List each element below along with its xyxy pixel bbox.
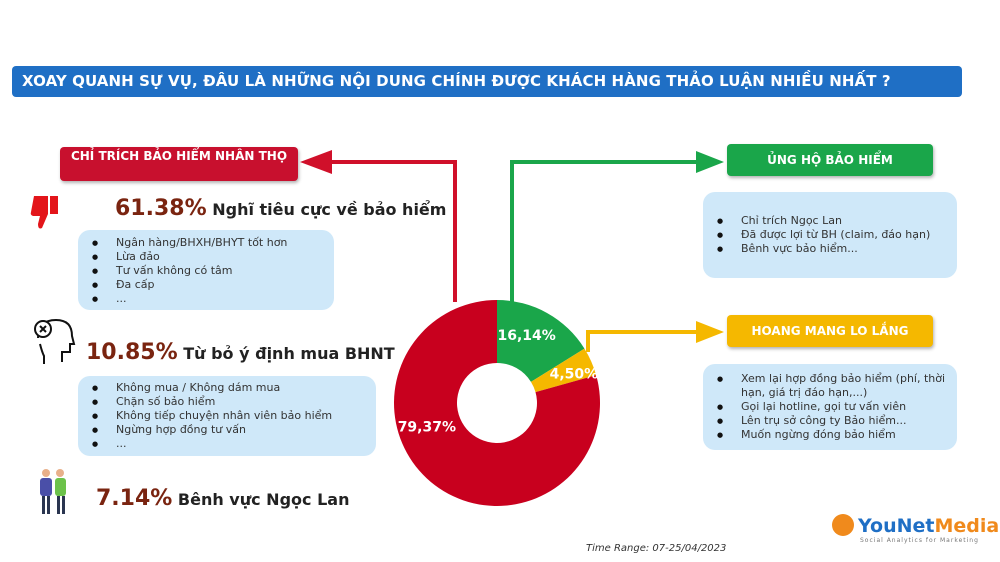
yellow-arrowhead bbox=[696, 321, 724, 343]
page-title: XOAY QUANH SỰ VỤ, ĐÂU LÀ NHỮNG NỘI DUNG … bbox=[12, 66, 962, 97]
abandon-list: Không mua / Không dám mua Chặn số bảo hi… bbox=[78, 376, 376, 456]
list-item: Đã được lợi từ BH (claim, đáo hạn) bbox=[717, 228, 957, 242]
list-item: Ngừng hợp đồng tư vấn bbox=[92, 423, 376, 437]
list-item: Không tiếp chuyện nhân viên bảo hiểm bbox=[92, 409, 376, 423]
list-item: Lừa đảo bbox=[92, 250, 334, 264]
list-item: ... bbox=[92, 292, 334, 306]
confused-tag: HOANG MANG LO LẮNG bbox=[727, 315, 933, 347]
stat-label: Từ bỏ ý định mua BHNT bbox=[183, 344, 395, 363]
support-tag: ỦNG HỘ BẢO HIỂM bbox=[727, 144, 933, 176]
connectors bbox=[300, 150, 724, 352]
list-item: Lên trụ sở công ty Bảo hiểm... bbox=[717, 414, 957, 428]
stat-pct: 10.85% bbox=[86, 340, 178, 365]
donut-slice bbox=[530, 348, 597, 393]
list-item: Gọi lại hotline, gọi tư vấn viên bbox=[717, 400, 957, 414]
list-item: Muốn ngừng đóng bảo hiểm bbox=[717, 428, 957, 442]
red-arrowhead bbox=[300, 150, 332, 174]
list-item: Chỉ trích Ngọc Lan bbox=[717, 214, 957, 228]
stat-defend: 7.14% Bênh vực Ngọc Lan bbox=[96, 486, 349, 511]
criticize-tag: CHỈ TRÍCH BẢO HIỂM NHÂN THỌ bbox=[60, 147, 298, 181]
list-item: Chặn số bảo hiểm bbox=[92, 395, 376, 409]
list-item: Bênh vực bảo hiểm... bbox=[717, 242, 957, 256]
yellow-connector bbox=[586, 330, 698, 352]
stat-abandon: 10.85% Từ bỏ ý định mua BHNT bbox=[86, 340, 395, 365]
support-list: Chỉ trích Ngọc Lan Đã được lợi từ BH (cl… bbox=[703, 192, 957, 278]
green-arrowhead bbox=[696, 151, 724, 173]
stat-pct: 7.14% bbox=[96, 486, 173, 511]
people-icon bbox=[40, 469, 66, 514]
stat-negative: 61.38% Nghĩ tiêu cực về bảo hiểm bbox=[115, 196, 446, 221]
stat-label: Bênh vực Ngọc Lan bbox=[177, 490, 350, 509]
list-item: Đa cấp bbox=[92, 278, 334, 292]
green-connector bbox=[510, 160, 698, 302]
donut-slice bbox=[497, 300, 585, 382]
stat-label: Nghĩ tiêu cực về bảo hiểm bbox=[212, 200, 447, 219]
list-item: ... bbox=[92, 437, 376, 451]
confused-list: Xem lại hợp đồng bảo hiểm (phí, thời hạn… bbox=[703, 364, 957, 450]
negative-list: Ngân hàng/BHXH/BHYT tốt hơn Lừa đảo Tư v… bbox=[78, 230, 334, 310]
list-item: Ngân hàng/BHXH/BHYT tốt hơn bbox=[92, 236, 334, 250]
red-connector bbox=[330, 160, 457, 302]
thumbs-down-icon bbox=[30, 196, 58, 229]
stat-pct: 61.38% bbox=[115, 196, 207, 221]
donut-slice bbox=[393, 300, 600, 506]
slice-label: 4,50% bbox=[550, 367, 599, 383]
list-item: Xem lại hợp đồng bảo hiểm (phí, thời hạn… bbox=[717, 372, 957, 400]
time-range: Time Range: 07-25/04/2023 bbox=[586, 543, 727, 554]
slice-label: 79,37% bbox=[398, 420, 456, 436]
head-x-icon bbox=[34, 318, 76, 364]
slice-label: 16,14% bbox=[497, 328, 555, 344]
list-item: Không mua / Không dám mua bbox=[92, 381, 376, 395]
younet-media-logo: YouNetMedia Social Analytics for Marketi… bbox=[832, 514, 999, 544]
list-item: Tư vấn không có tâm bbox=[92, 264, 334, 278]
